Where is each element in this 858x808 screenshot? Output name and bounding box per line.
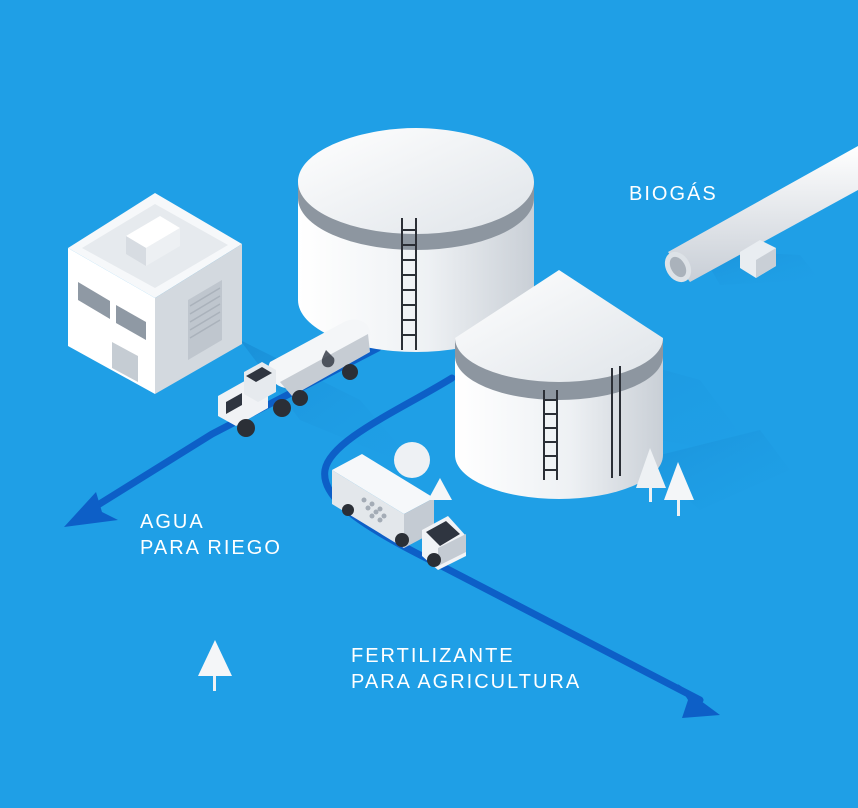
biogas-pipe-icon [664, 146, 858, 283]
water-label-line1: AGUA [140, 511, 205, 533]
biogas-label: BIOGÁS [629, 181, 718, 207]
cargo-truck-icon [332, 442, 466, 570]
arrowheads [64, 492, 720, 718]
digester-tank-icon [455, 270, 663, 499]
biogas-label-text: BIOGÁS [629, 183, 718, 205]
water-irrigation-label: AGUA PARA RIEGO [140, 509, 282, 561]
fertilizer-label-line2: PARA AGRICULTURA [351, 671, 582, 693]
fertilizer-label-line1: FERTILIZANTE [351, 645, 515, 667]
tree-icon [198, 448, 694, 691]
tanker-truck-icon [218, 319, 371, 437]
building-icon [68, 193, 242, 394]
storage-tank-icon [298, 128, 534, 352]
water-label-line2: PARA RIEGO [140, 537, 282, 559]
fertilizer-label: FERTILIZANTE PARA AGRICULTURA [351, 643, 581, 695]
